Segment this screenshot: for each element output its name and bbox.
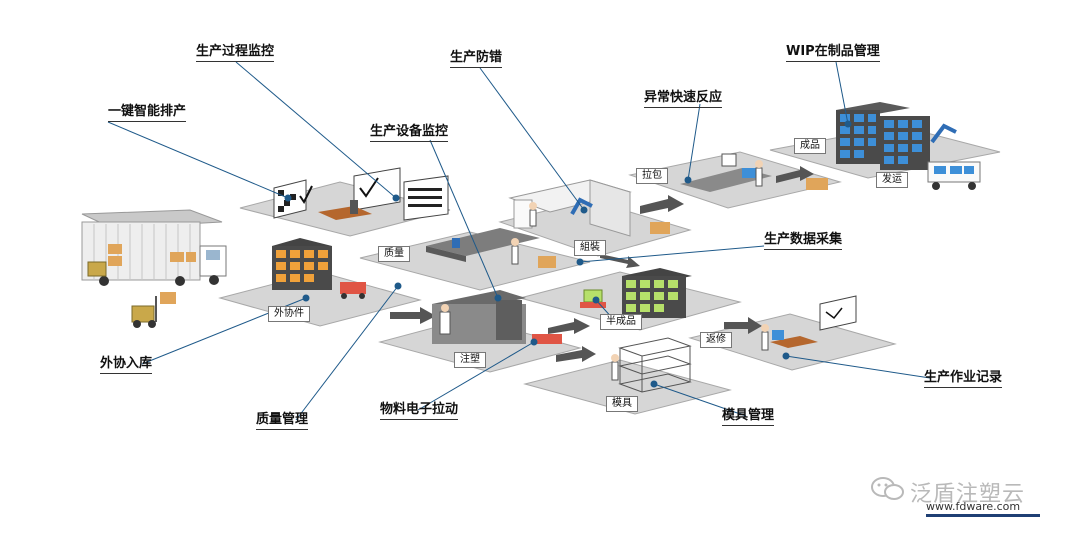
callout-wip-management: WIP在制品管理 — [786, 44, 880, 62]
callout-outsourcing-inbound: 外协入库 — [100, 356, 153, 374]
wip-racks — [836, 102, 981, 190]
leader-lines — [107, 61, 931, 421]
callout-one-click-scheduling: 一键智能排产 — [108, 104, 187, 122]
zone-label-semi-finished: 半成品 — [600, 314, 642, 330]
wechat-icon — [871, 477, 904, 500]
callout-equipment-monitoring: 生产设备监控 — [370, 124, 449, 142]
zone-label-injection: 注塑 — [454, 352, 486, 368]
zone-label-assembly: 組裝 — [574, 240, 606, 256]
flow-arrows — [390, 166, 814, 362]
injection-machine — [432, 290, 562, 344]
mold-operators — [611, 354, 619, 381]
flow-arrow — [556, 346, 596, 362]
zone-label-quality: 质量 — [378, 246, 410, 262]
packing-line — [680, 153, 828, 192]
callout-mold-management: 模具管理 — [722, 408, 775, 426]
outsourcing-shelf — [272, 238, 366, 299]
flow-arrow — [548, 318, 590, 334]
callout-data-collection: 生产数据采集 — [764, 232, 843, 250]
truck-warehouse — [81, 209, 227, 286]
callout-material-pull: 物料电子拉动 — [380, 402, 459, 420]
zone-label-outsourcing: 外协件 — [268, 306, 310, 322]
semi-finished-shelf — [580, 268, 692, 318]
watermark-url: www.fdware.com — [926, 500, 1021, 513]
platform-quality — [359, 231, 591, 291]
zone-label-finished-goods: 成品 — [794, 138, 826, 154]
assembly-cell — [508, 179, 670, 237]
scheduling-area — [273, 167, 449, 221]
flow-arrow — [600, 254, 640, 268]
flow-arrow — [776, 166, 814, 183]
flow-arrow — [390, 307, 436, 324]
flow-arrow — [640, 195, 684, 214]
flow-arrow — [724, 317, 762, 334]
callout-quality-management: 质量管理 — [256, 412, 309, 430]
zone-label-shipping: 发运 — [876, 172, 908, 188]
forklift — [131, 292, 176, 328]
watermark-brand: 泛盾注塑云 — [910, 482, 1026, 507]
callout-work-records: 生产作业记录 — [924, 370, 1003, 388]
mold-rack — [618, 337, 692, 393]
callout-exception-response: 异常快速反应 — [644, 90, 723, 108]
watermark-rule — [926, 514, 1040, 517]
callout-error-proofing: 生产防错 — [450, 50, 503, 68]
zone-label-mold: 模具 — [606, 396, 638, 412]
zone-label-rework: 返修 — [700, 332, 732, 348]
zone-label-packing: 拉包 — [636, 168, 668, 184]
rework-bench — [761, 295, 857, 351]
quality-conveyor — [426, 228, 556, 268]
callout-production-process-monitoring: 生产过程监控 — [196, 44, 275, 62]
